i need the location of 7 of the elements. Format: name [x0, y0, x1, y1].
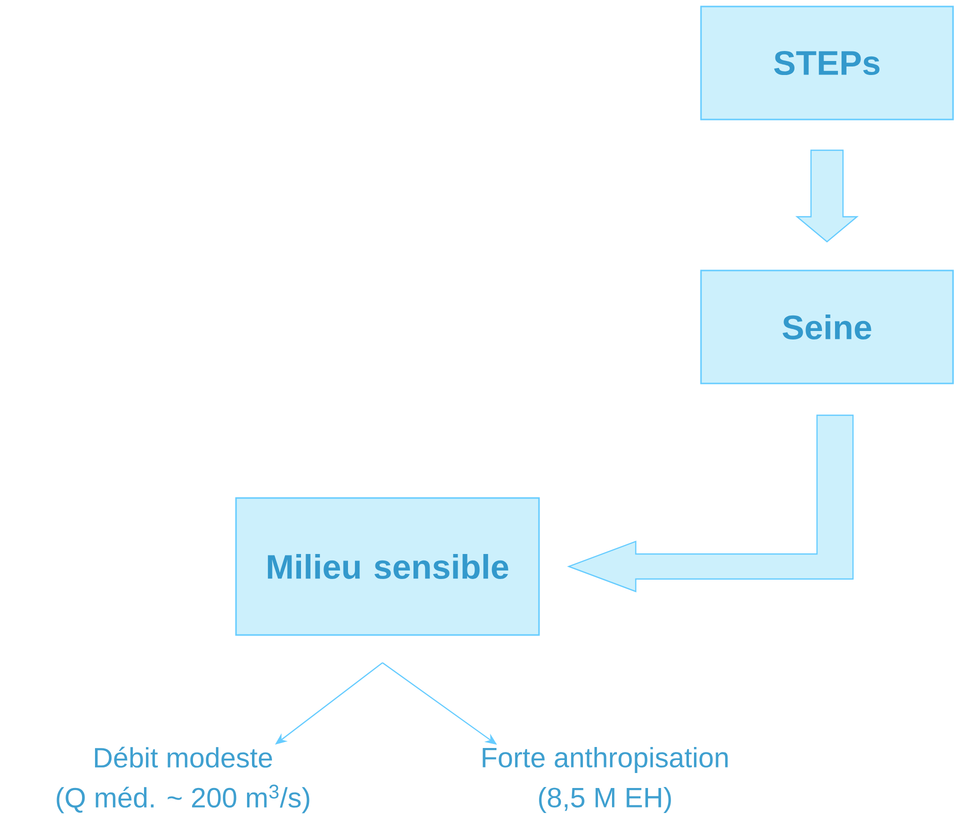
outcome-text: Forte anthropisation (8,5 M EH): [482, 746, 728, 814]
process-box: Seine: [700, 270, 954, 384]
block-arrow: [795, 150, 859, 243]
outcome-text: Débit modeste (Q méd. ~ 200 m$^{3}$/s): [56, 746, 310, 814]
bent-block-arrow: [567, 414, 854, 592]
process-box: STEPs: [700, 6, 954, 120]
process-box: Milieu sensible: [235, 497, 540, 636]
